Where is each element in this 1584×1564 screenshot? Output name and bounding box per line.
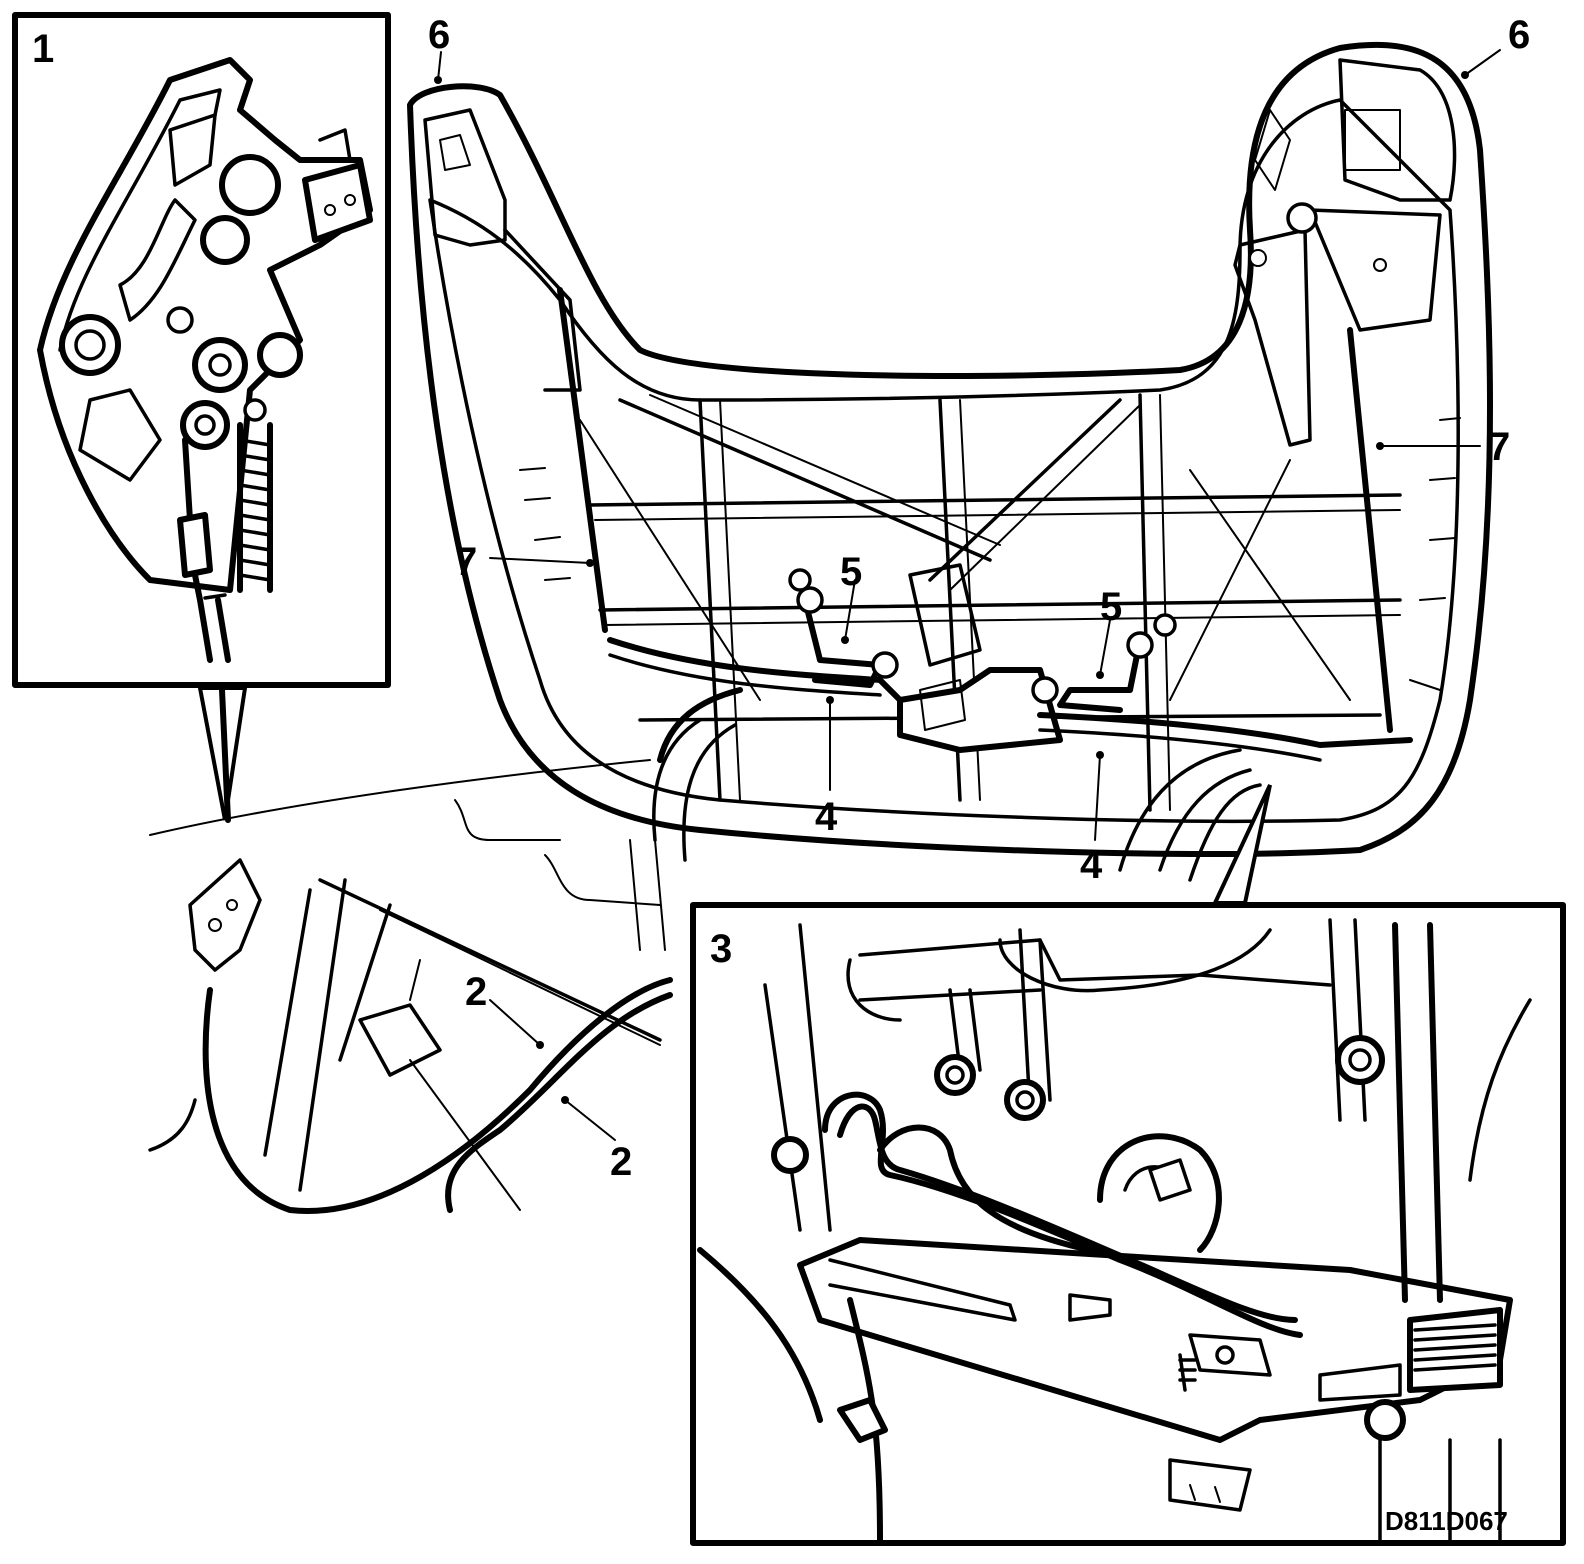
leader-dot [586,559,594,567]
callout-3: 3 [710,927,732,971]
callout-6-left: 6 [428,13,450,57]
figure-code: D811D067 [1385,1506,1508,1536]
callout-1: 1 [32,27,54,71]
callout-4-right: 4 [1080,843,1103,887]
leader-dot [434,76,442,84]
callout-7-left: 7 [455,540,477,584]
seat-back-frame [407,41,1493,882]
leader-dot [826,696,834,704]
inset-3-cable-routing [690,784,1566,1546]
leader-dot [1096,671,1104,679]
inset-1-lever-mechanism [12,12,391,823]
leader-lines [434,49,1501,1141]
callout-6-right: 6 [1508,13,1530,57]
callout-labels: 1 2 2 3 4 4 5 5 6 6 7 7 D811D067 [32,13,1530,1536]
leader-dot [561,1096,569,1104]
callout-5-left: 5 [840,550,862,594]
callout-7-right: 7 [1488,425,1510,469]
callout-2-upper: 2 [465,970,487,1014]
leader-dot [1376,442,1384,450]
callout-4-left: 4 [815,795,838,839]
seat-cushion-area [148,759,673,1214]
leader-dot [841,636,849,644]
callout-2-lower: 2 [610,1140,632,1184]
leader-dot [536,1041,544,1049]
leader-dot [1461,71,1469,79]
leader-dot [1096,751,1104,759]
callout-5-right: 5 [1100,585,1122,629]
